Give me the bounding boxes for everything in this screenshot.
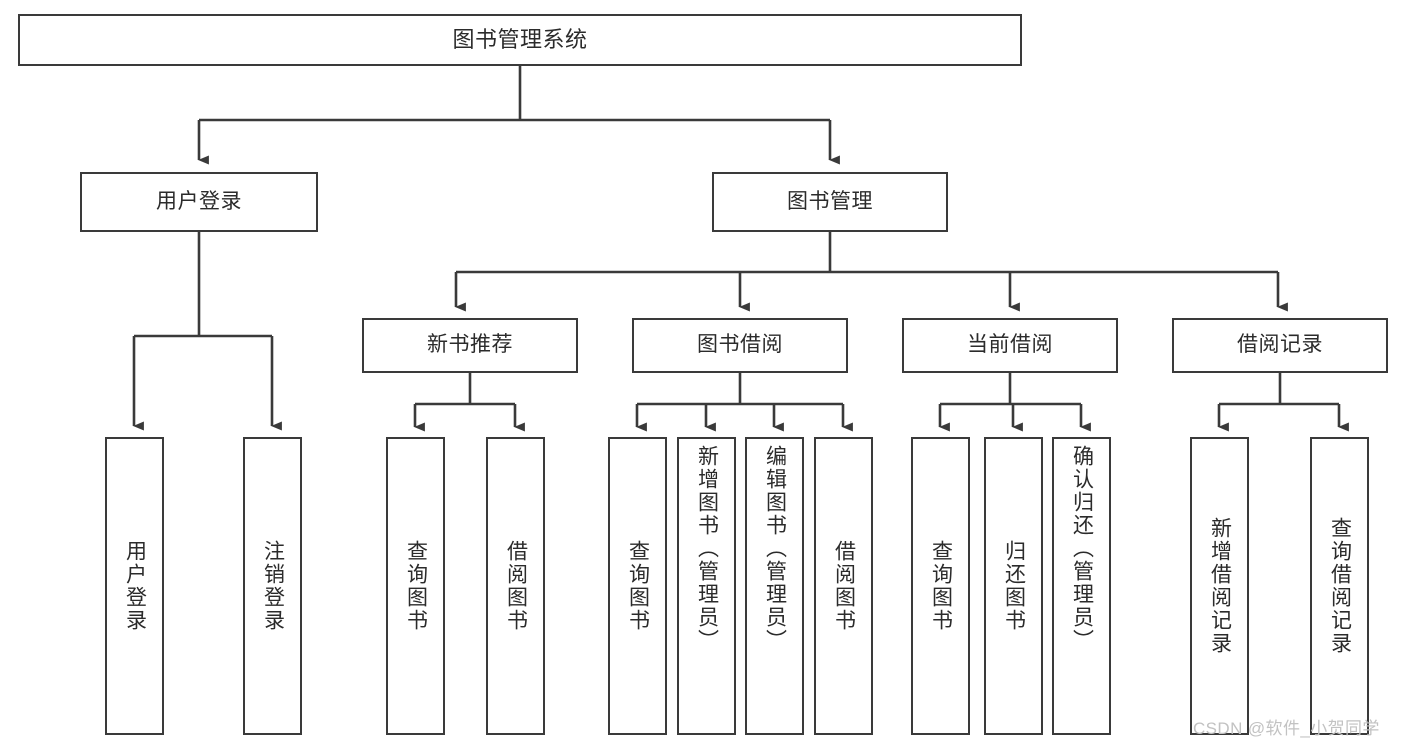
node-user-login-label: 用户登录 — [156, 189, 242, 213]
node-leaf-borrow-book-1-label: 借阅图书 — [504, 540, 528, 632]
node-new-book-rec[interactable]: 新书推荐 — [362, 318, 578, 373]
node-leaf-query-book-2[interactable]: 查询图书 — [608, 437, 667, 735]
node-leaf-return-book[interactable]: 归还图书 — [984, 437, 1043, 735]
node-leaf-edit-book-label: 编辑图书（管理员） — [763, 445, 787, 652]
node-leaf-query-book-3[interactable]: 查询图书 — [911, 437, 970, 735]
node-leaf-query-record[interactable]: 查询借阅记录 — [1310, 437, 1369, 735]
node-user-login[interactable]: 用户登录 — [80, 172, 318, 232]
node-leaf-confirm-return-label: 确认归还（管理员） — [1070, 445, 1094, 652]
node-current-borrow[interactable]: 当前借阅 — [902, 318, 1118, 373]
node-leaf-query-book-1[interactable]: 查询图书 — [386, 437, 445, 735]
node-root-label: 图书管理系统 — [452, 27, 588, 53]
node-book-borrow[interactable]: 图书借阅 — [632, 318, 848, 373]
node-new-book-rec-label: 新书推荐 — [427, 333, 513, 357]
node-borrow-record-label: 借阅记录 — [1237, 333, 1323, 357]
node-leaf-query-book-1-label: 查询图书 — [404, 540, 428, 632]
node-book-manage[interactable]: 图书管理 — [712, 172, 948, 232]
node-leaf-return-book-label: 归还图书 — [1002, 540, 1026, 632]
node-leaf-add-record-label: 新增借阅记录 — [1208, 517, 1232, 655]
node-leaf-user-login[interactable]: 用户登录 — [105, 437, 164, 735]
node-leaf-add-record[interactable]: 新增借阅记录 — [1190, 437, 1249, 735]
node-leaf-borrow-book-1[interactable]: 借阅图书 — [486, 437, 545, 735]
node-root[interactable]: 图书管理系统 — [18, 14, 1022, 66]
watermark: CSDN @软件_小贺同学 — [1193, 719, 1380, 738]
node-borrow-record[interactable]: 借阅记录 — [1172, 318, 1388, 373]
node-leaf-borrow-book-2[interactable]: 借阅图书 — [814, 437, 873, 735]
node-book-borrow-label: 图书借阅 — [697, 333, 783, 357]
node-leaf-add-book[interactable]: 新增图书（管理员） — [677, 437, 736, 735]
node-leaf-logout[interactable]: 注销登录 — [243, 437, 302, 735]
node-leaf-borrow-book-2-label: 借阅图书 — [832, 540, 856, 632]
node-leaf-logout-label: 注销登录 — [261, 540, 285, 632]
node-leaf-query-book-3-label: 查询图书 — [929, 540, 953, 632]
node-leaf-add-book-label: 新增图书（管理员） — [695, 445, 719, 652]
node-leaf-edit-book[interactable]: 编辑图书（管理员） — [745, 437, 804, 735]
node-book-manage-label: 图书管理 — [787, 189, 873, 213]
node-leaf-query-book-2-label: 查询图书 — [626, 540, 650, 632]
node-leaf-confirm-return[interactable]: 确认归还（管理员） — [1052, 437, 1111, 735]
node-leaf-query-record-label: 查询借阅记录 — [1328, 517, 1352, 655]
node-leaf-user-login-label: 用户登录 — [123, 540, 147, 632]
node-current-borrow-label: 当前借阅 — [967, 333, 1053, 357]
